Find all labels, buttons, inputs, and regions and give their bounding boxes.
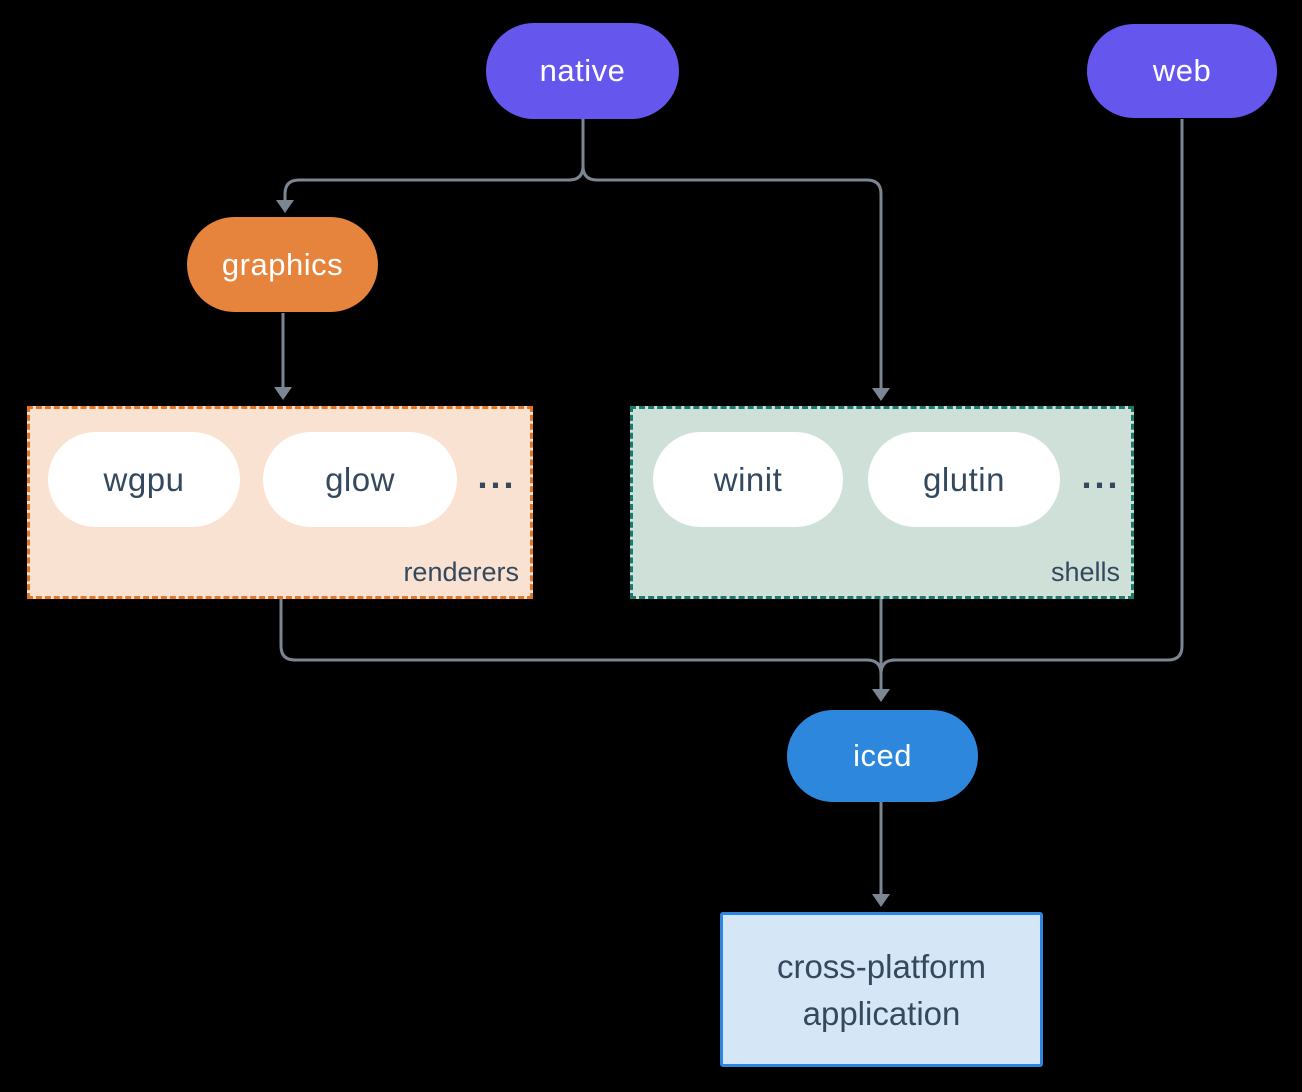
node-web: web — [1087, 24, 1277, 118]
node-iced: iced — [787, 710, 978, 802]
node-glutin: glutin — [868, 432, 1060, 527]
group-renderers-label: renderers — [403, 557, 519, 587]
shells-ellipsis: ... — [1081, 455, 1121, 496]
node-native: native — [486, 23, 679, 119]
arrowhead-app — [872, 894, 890, 907]
arrowhead-iced — [872, 689, 890, 702]
arrowhead-graphics — [276, 200, 294, 213]
connector-native-to-graphics — [283, 119, 585, 201]
arrowhead-shells — [872, 388, 890, 401]
node-wgpu: wgpu — [48, 432, 240, 527]
node-cross-platform-application: cross-platform application — [720, 912, 1043, 1067]
renderers-ellipsis: ... — [477, 455, 517, 496]
connector-renderers-to-iced — [279, 599, 883, 675]
node-winit: winit — [653, 432, 843, 527]
app-label-line2: application — [802, 994, 961, 1032]
connector-native-to-shells — [581, 119, 883, 389]
arrowhead-renderers — [274, 387, 292, 400]
node-graphics: graphics — [187, 217, 378, 312]
connector-web-to-iced — [879, 119, 1184, 675]
node-glow: glow — [263, 432, 457, 527]
app-label-line1: cross-platform — [776, 947, 987, 985]
group-shells-label: shells — [1050, 557, 1120, 587]
